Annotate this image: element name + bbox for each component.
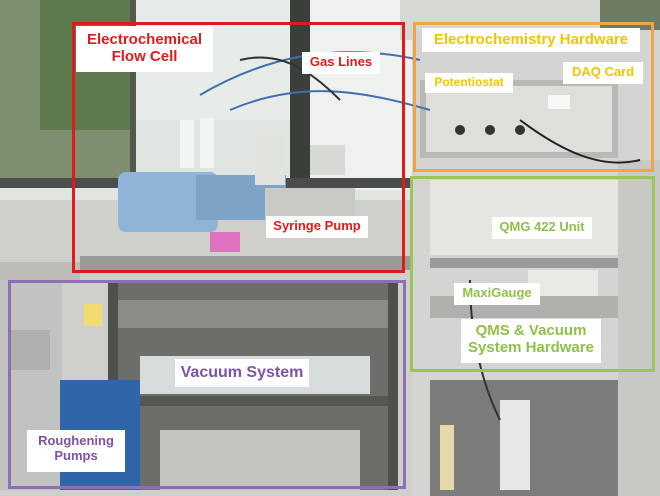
qms-hardware-label-line1: QMS & Vacuum <box>475 322 587 339</box>
maxigauge-label: MaxiGauge <box>454 283 540 305</box>
syringe-pump-label: Syringe Pump <box>266 216 368 238</box>
qmg-unit-label: QMG 422 Unit <box>492 217 592 239</box>
potentiostat-label: Potentiostat <box>425 73 513 93</box>
electrochemistry-hardware-frame <box>413 22 654 172</box>
flow-cell-label-line1: Electrochemical <box>86 31 203 48</box>
vacuum-system-label: Vacuum System <box>175 359 309 387</box>
qms-hardware-label: QMS & Vacuum System Hardware <box>461 319 601 363</box>
gas-lines-label: Gas Lines <box>302 52 380 74</box>
qms-hardware-label-line2: System Hardware <box>468 339 594 357</box>
roughening-pumps-label: Roughening Pumps <box>27 430 125 472</box>
qms-hardware-frame <box>410 176 655 372</box>
flow-cell-frame <box>72 22 405 273</box>
daq-card-label: DAQ Card <box>563 62 643 84</box>
roughening-pumps-label-line2: Pumps <box>54 447 98 463</box>
vacuum-system-frame <box>8 280 406 489</box>
roughening-pumps-label-line1: Roughening <box>38 433 114 448</box>
flow-cell-label-line2: Flow Cell <box>111 48 178 66</box>
electrochemistry-hardware-label: Electrochemistry Hardware <box>422 28 640 52</box>
flow-cell-label: Electrochemical Flow Cell <box>76 26 213 72</box>
